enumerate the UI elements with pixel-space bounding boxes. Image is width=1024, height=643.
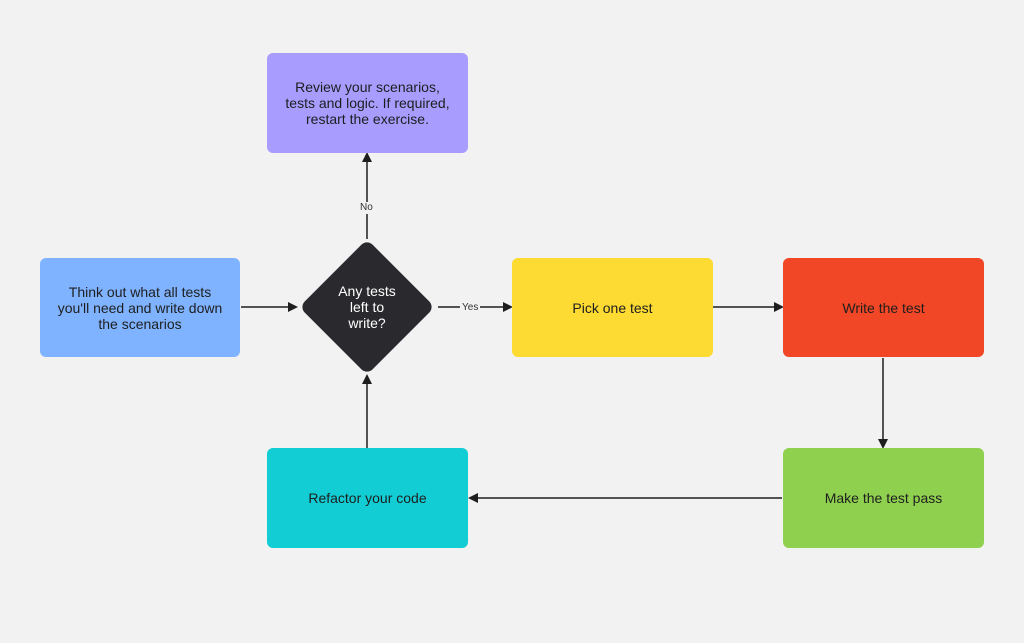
decision-label: Any tests left to write?	[338, 283, 396, 331]
make-test-pass-node[interactable]: Make the test pass	[783, 448, 984, 548]
edge-label-no: No	[358, 202, 375, 214]
review-node[interactable]: Review your scenarios, tests and logic. …	[267, 53, 468, 153]
refactor-code-node[interactable]: Refactor your code	[267, 448, 468, 548]
edge-label-yes: Yes	[460, 302, 481, 314]
pick-one-test-node[interactable]: Pick one test	[512, 258, 713, 357]
write-test-node[interactable]: Write the test	[783, 258, 984, 357]
decision-diamond[interactable]	[299, 239, 435, 375]
think-scenarios-node[interactable]: Think out what all tests you'll need and…	[40, 258, 240, 357]
